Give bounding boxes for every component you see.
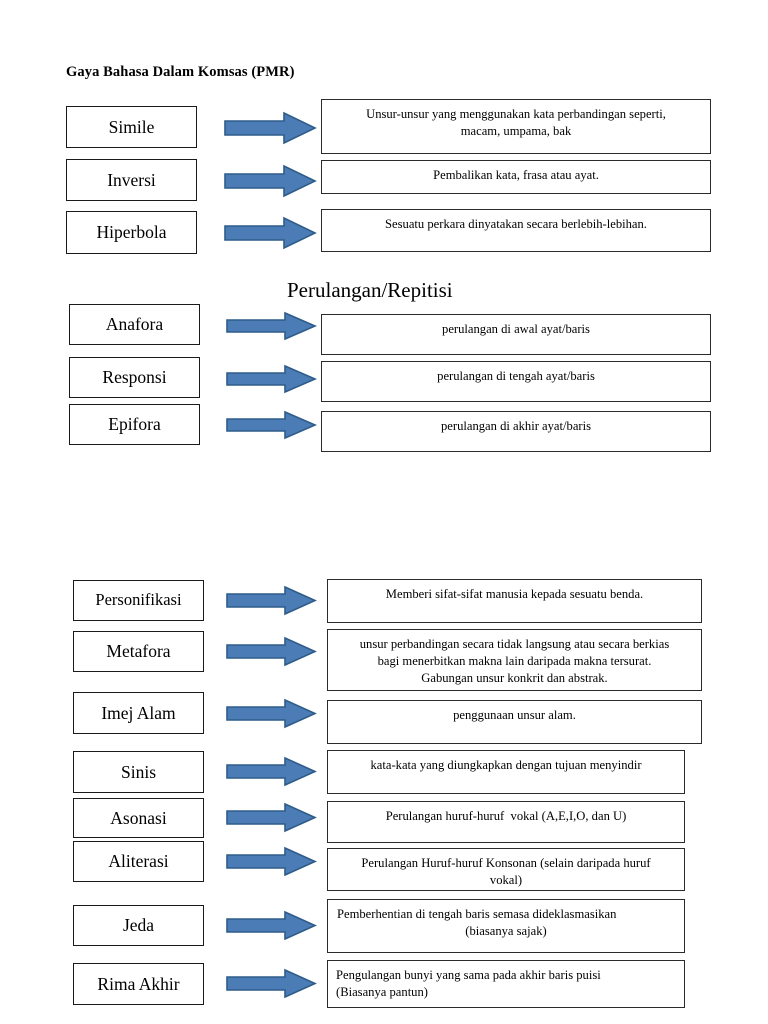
description-line: perulangan di tengah ayat/baris	[437, 369, 595, 383]
right-block-arrow-icon	[226, 410, 318, 440]
term-label: Personifikasi	[95, 590, 182, 610]
description-line: Pengulangan bunyi yang sama pada akhir b…	[336, 968, 601, 982]
term-box-hiperbola: Hiperbola	[66, 211, 197, 254]
description-box-personifikasi: Memberi sifat-sifat manusia kepada sesua…	[327, 579, 702, 623]
term-label: Inversi	[107, 169, 156, 190]
term-label: Aliterasi	[108, 851, 169, 872]
description-line: perulangan di awal ayat/baris	[442, 322, 590, 336]
description-line: bagi menerbitkan makna lain daripada mak…	[377, 654, 652, 668]
description-line: (biasanya sajak)	[465, 924, 547, 938]
term-box-metafora: Metafora	[73, 631, 204, 672]
description-box-jeda: Pemberhentian di tengah baris semasa did…	[327, 899, 685, 953]
description-line: macam, umpama, bak	[460, 124, 572, 138]
term-label: Epifora	[108, 414, 161, 435]
description-box-sinis: kata-kata yang diungkapkan dengan tujuan…	[327, 750, 685, 794]
right-block-arrow-icon	[226, 756, 317, 787]
description-line: penggunaan unsur alam.	[453, 708, 576, 722]
section-heading-perulangan: Perulangan/Repitisi	[287, 278, 453, 302]
term-label: Asonasi	[110, 807, 167, 828]
right-block-arrow-icon	[224, 216, 317, 250]
term-box-aliterasi: Aliterasi	[73, 841, 204, 882]
description-box-rima-akhir: Pengulangan bunyi yang sama pada akhir b…	[327, 960, 685, 1008]
description-box-inversi: Pembalikan kata, frasa atau ayat.	[321, 160, 711, 194]
description-box-simile: Unsur-unsur yang menggunakan kata perban…	[321, 99, 711, 154]
term-box-epifora: Epifora	[69, 404, 200, 445]
right-block-arrow-icon	[224, 111, 317, 145]
right-block-arrow-icon	[226, 585, 317, 616]
right-block-arrow-icon	[226, 968, 317, 999]
description-box-epifora: perulangan di akhir ayat/baris	[321, 411, 711, 452]
description-box-metafora: unsur perbandingan secara tidak langsung…	[327, 629, 702, 691]
term-label: Jeda	[122, 915, 155, 936]
description-line: Perulangan Huruf-huruf Konsonan (selain …	[361, 856, 651, 870]
description-line: unsur perbandingan secara tidak langsung…	[359, 637, 670, 651]
term-label: Sinis	[120, 761, 157, 782]
term-box-responsi: Responsi	[69, 357, 200, 398]
description-line: Memberi sifat-sifat manusia kepada sesua…	[385, 587, 644, 601]
right-block-arrow-icon	[226, 636, 317, 667]
description-box-asonasi: Perulangan huruf-huruf vokal (A,E,I,O, d…	[327, 801, 685, 843]
term-label: Responsi	[102, 367, 167, 388]
description-box-imej-alam: penggunaan unsur alam.	[327, 700, 702, 744]
term-box-jeda: Jeda	[73, 905, 204, 946]
term-box-personifikasi: Personifikasi	[73, 580, 204, 621]
term-box-simile: Simile	[66, 106, 197, 148]
term-label: Metafora	[106, 641, 171, 662]
description-box-anafora: perulangan di awal ayat/baris	[321, 314, 711, 355]
right-block-arrow-icon	[226, 802, 317, 833]
right-block-arrow-icon	[226, 910, 317, 941]
description-line: Unsur-unsur yang menggunakan kata perban…	[366, 107, 666, 121]
term-box-inversi: Inversi	[66, 159, 197, 201]
term-box-imej-alam: Imej Alam	[73, 692, 204, 734]
description-line: Sesuatu perkara dinyatakan secara berleb…	[385, 217, 647, 231]
description-line: Gabungan unsur konkrit dan abstrak.	[421, 671, 608, 685]
term-box-asonasi: Asonasi	[73, 798, 204, 838]
description-line: Perulangan huruf-huruf vokal (A,E,I,O, d…	[385, 809, 627, 823]
description-line: Pembalikan kata, frasa atau ayat.	[433, 168, 599, 182]
term-label: Simile	[108, 116, 155, 137]
term-box-rima-akhir: Rima Akhir	[73, 963, 204, 1005]
description-line: (Biasanya pantun)	[336, 985, 428, 999]
description-box-aliterasi: Perulangan Huruf-huruf Konsonan (selain …	[327, 848, 685, 891]
right-block-arrow-icon	[226, 311, 318, 341]
term-box-sinis: Sinis	[73, 751, 204, 793]
description-line: perulangan di akhir ayat/baris	[440, 419, 592, 433]
right-block-arrow-icon	[226, 698, 317, 729]
description-line: Pemberhentian di tengah baris semasa did…	[337, 907, 617, 921]
term-box-anafora: Anafora	[69, 304, 200, 345]
right-block-arrow-icon	[224, 164, 317, 198]
term-label: Rima Akhir	[97, 973, 180, 994]
right-block-arrow-icon	[226, 846, 317, 877]
term-label: Imej Alam	[101, 702, 176, 723]
term-label: Anafora	[105, 314, 164, 335]
description-line: vokal)	[489, 873, 523, 887]
description-line: kata-kata yang diungkapkan dengan tujuan…	[370, 758, 642, 772]
right-block-arrow-icon	[226, 364, 318, 394]
page-title: Gaya Bahasa Dalam Komsas (PMR)	[66, 64, 295, 80]
description-box-responsi: perulangan di tengah ayat/baris	[321, 361, 711, 402]
description-box-hiperbola: Sesuatu perkara dinyatakan secara berleb…	[321, 209, 711, 252]
term-label: Hiperbola	[96, 222, 167, 243]
